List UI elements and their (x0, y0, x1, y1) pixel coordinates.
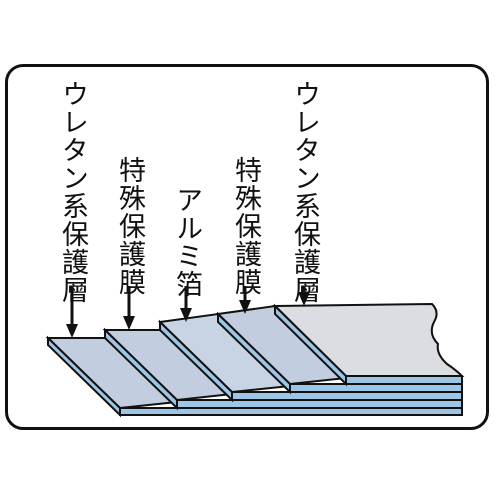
arrow-aluminum (180, 286, 192, 322)
label-special-right: 特殊保護膜 (230, 156, 261, 296)
layer-urethane-right (272, 302, 465, 387)
label-special-left: 特殊保護膜 (114, 156, 145, 296)
arrow-urethane-right (298, 286, 310, 306)
arrow-special-right (239, 286, 251, 314)
label-urethane-right: ウレタン系保護層 (289, 80, 320, 304)
arrow-urethane-left (66, 286, 78, 338)
arrow-special-left (123, 286, 135, 330)
label-aluminum: アルミ箔 (171, 186, 202, 298)
label-urethane-left: ウレタン系保護層 (57, 80, 88, 304)
layer-urethane-left (45, 335, 463, 418)
